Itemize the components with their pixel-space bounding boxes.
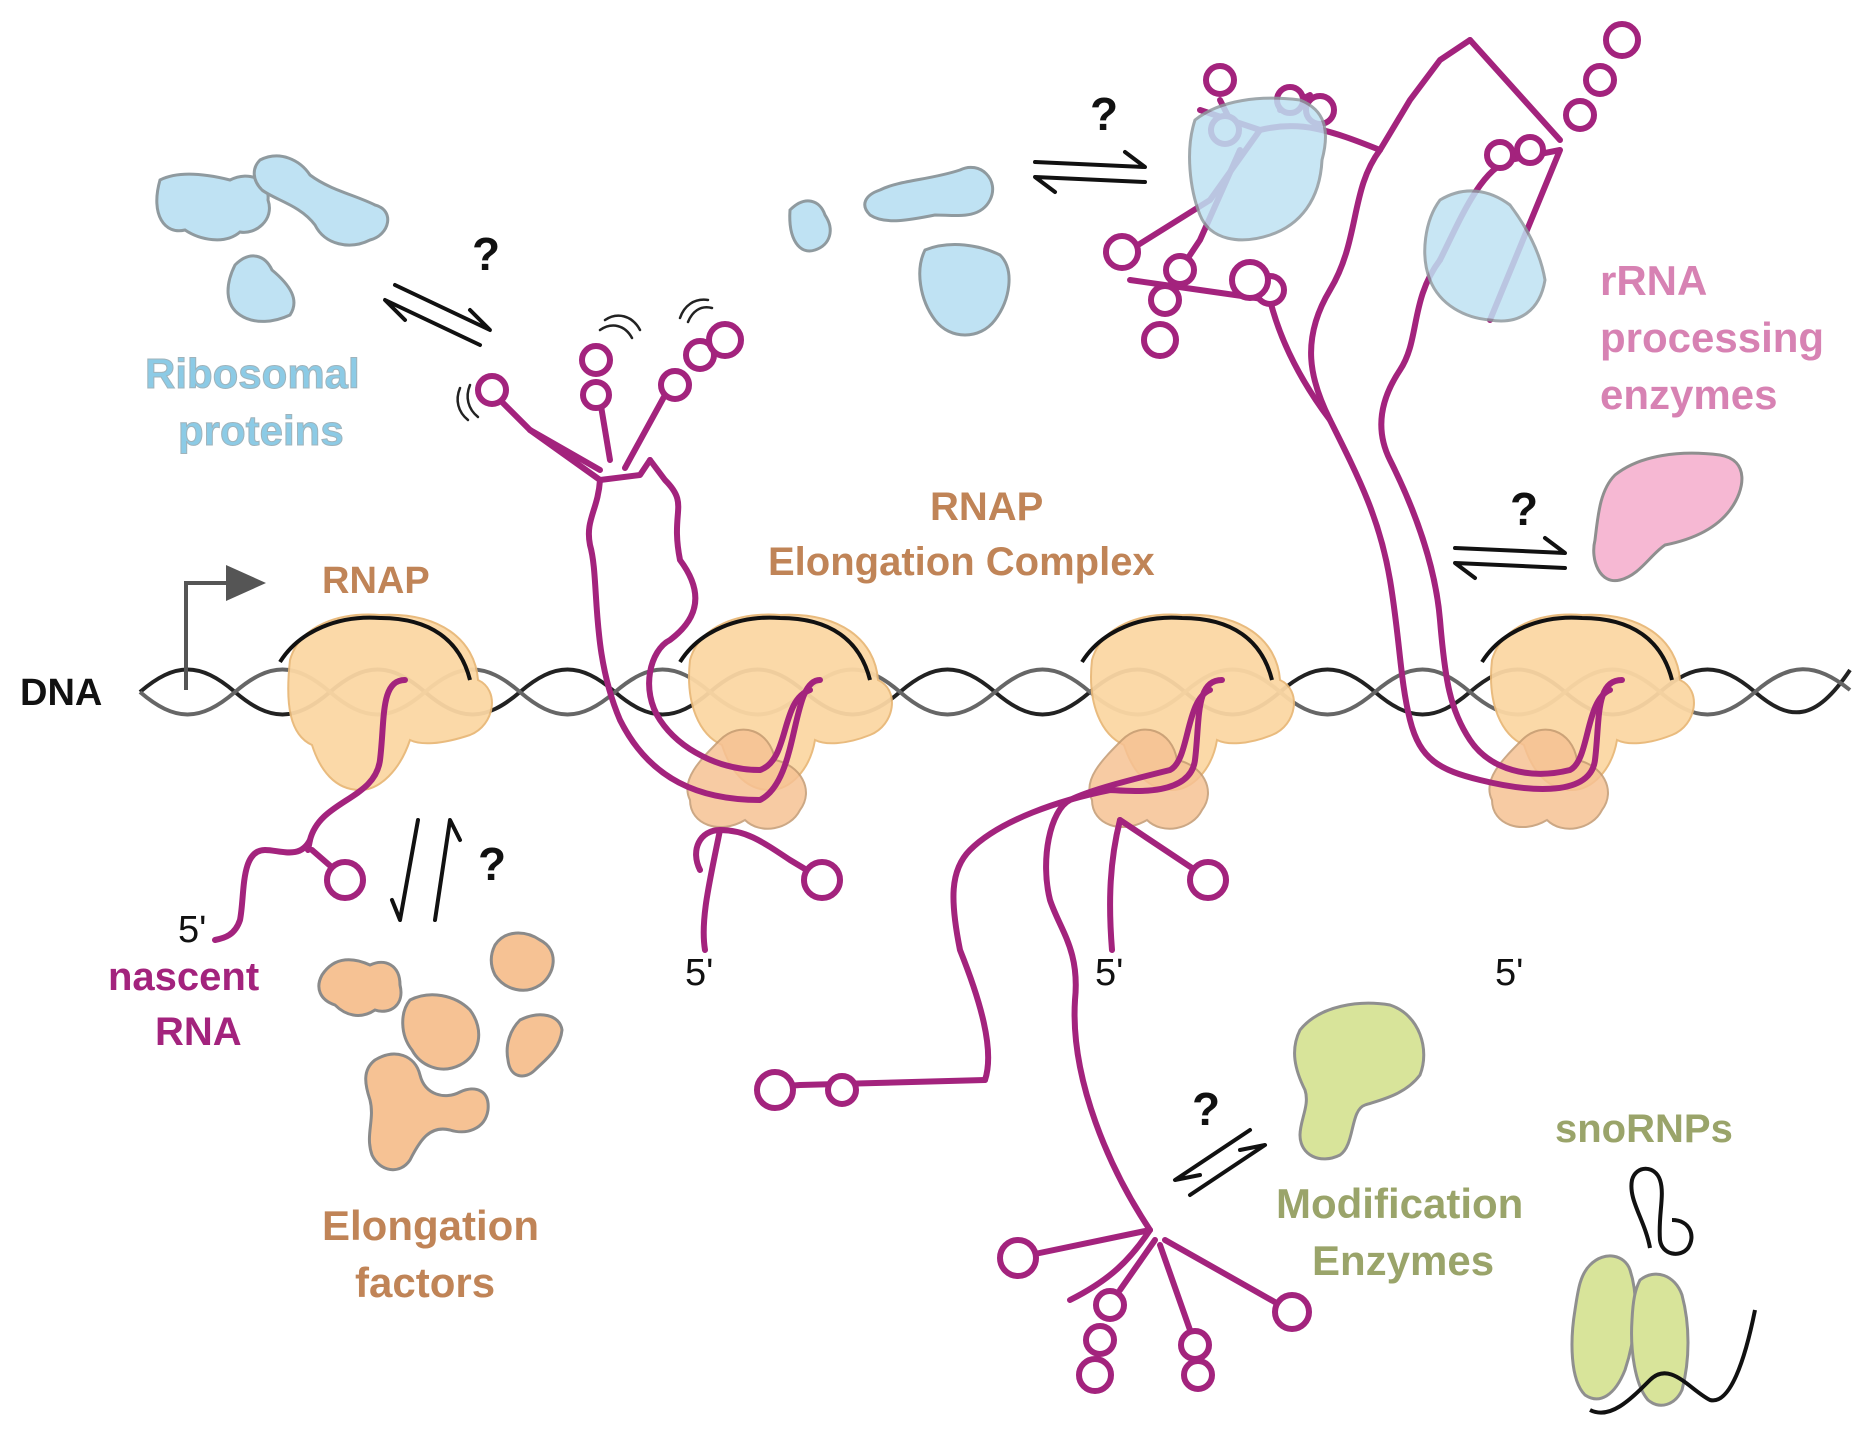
snornp-rna-icon <box>1589 1166 1757 1415</box>
rnap-ec-label-line1: RNAP <box>930 485 1043 529</box>
rnap-ec-label-line2: Elongation Complex <box>768 540 1155 584</box>
modification-label-line2: Enzymes <box>1312 1237 1494 1284</box>
vibration-marks <box>456 298 714 422</box>
equilibrium-arrow-ribosomal <box>383 283 492 347</box>
nascent-rna-1 <box>212 677 408 943</box>
ribosomal-label-line2: proteins <box>178 407 344 454</box>
question-mark-elongation: ? <box>478 838 506 890</box>
rnap-label: RNAP <box>322 560 430 602</box>
ribosomal-protein-shapes <box>155 154 1011 337</box>
five-prime-label-1: 5' <box>178 909 206 951</box>
snornps-label: snoRNPs <box>1555 1107 1733 1151</box>
elongation-label-line1: Elongation <box>322 1202 539 1249</box>
modification-enzyme-shapes <box>1293 1001 1690 1407</box>
equilibrium-arrow-top <box>1033 150 1147 194</box>
rnap-complex-2 <box>678 613 893 830</box>
rnap-complex-1 <box>278 613 493 792</box>
question-mark-ribosomal: ? <box>472 228 500 280</box>
question-mark-rrna: ? <box>1510 483 1538 535</box>
five-prime-label-4: 5' <box>1495 952 1523 994</box>
equilibrium-arrow-modification <box>1173 1128 1267 1197</box>
modification-label-line1: Modification <box>1276 1180 1523 1227</box>
elongation-factor-shapes <box>317 931 564 1171</box>
nascent-rna-3 <box>754 677 1312 1394</box>
five-prime-label-3: 5' <box>1095 952 1123 994</box>
question-mark-top: ? <box>1090 88 1118 140</box>
rrna-processing-enzyme-shape <box>1592 451 1744 583</box>
nascent-rna-2 <box>475 321 843 953</box>
rrna-label-line2: processing <box>1600 314 1824 361</box>
rnap-complex-4 <box>1480 613 1695 830</box>
nascent-label-line1: nascent <box>108 955 259 999</box>
question-mark-modification: ? <box>1192 1083 1220 1135</box>
equilibrium-arrow-elongation <box>390 818 462 922</box>
bound-ribosomal-proteins <box>1188 96 1547 323</box>
dna-label: DNA <box>20 672 102 714</box>
five-prime-label-2: 5' <box>685 952 713 994</box>
equilibrium-arrow-rrna <box>1453 536 1567 580</box>
nascent-label-line2: RNA <box>155 1010 242 1054</box>
rrna-label-line1: rRNA <box>1600 257 1707 304</box>
elongation-label-line2: factors <box>355 1259 495 1306</box>
rrna-label-line3: enzymes <box>1600 371 1777 418</box>
promoter-arrow-icon <box>184 565 266 690</box>
ribosomal-label-line1: Ribosomal <box>145 350 360 397</box>
